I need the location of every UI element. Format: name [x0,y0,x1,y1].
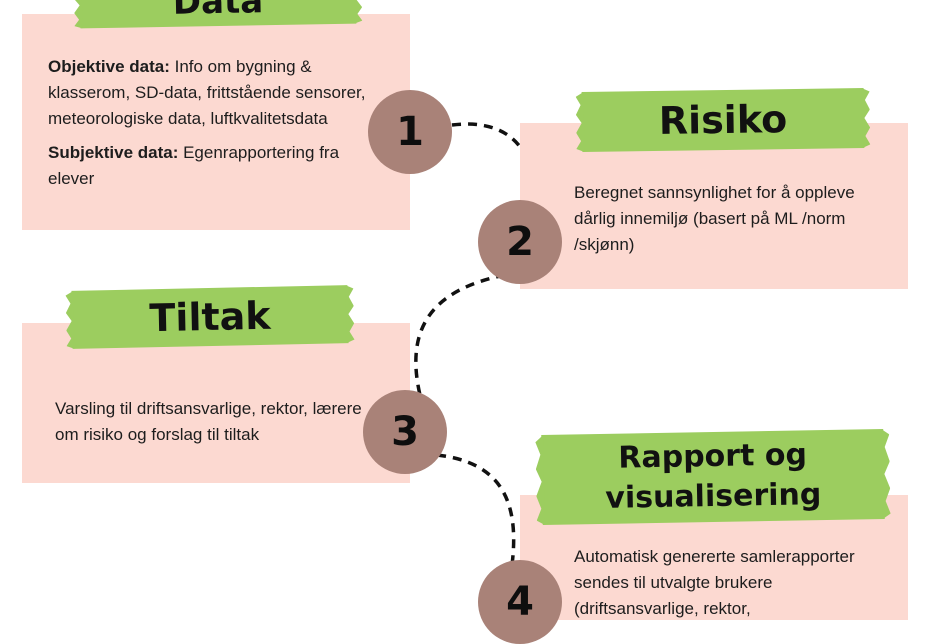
connector-path [414,122,536,566]
connector-3-4 [436,453,516,566]
card-text-tiltak: Varsling til driftsansvarlige, rektor, l… [55,396,375,448]
step-text: Automatisk genererte samlerapporter send… [574,547,855,618]
step-number-1: 1 [368,90,452,174]
step-number-4: 4 [478,560,562,644]
step-number-3: 3 [363,390,447,474]
objective-text: Info om bygning & klasserom, SD-data, fr… [48,57,366,128]
step-title: Risiko [658,97,788,143]
title-tape-tiltak: Tiltak [71,285,349,349]
step-number-text: 4 [506,579,534,625]
title-tape-data: Data [79,0,357,29]
step-number-2: 2 [478,200,562,284]
title-tape-rapport: Rapport og visualisering [541,429,885,525]
connector-1-2 [451,122,536,216]
subjective-label: Subjektive data: [48,143,179,162]
step-title: Tiltak [149,293,271,341]
card-tiltak [22,323,410,483]
connector-2-3 [414,273,506,396]
step-text: Beregnet sannsynlighet for å oppleve dår… [574,183,855,254]
title-tape-risiko: Risiko [581,88,865,152]
step-text: Varsling til driftsansvarlige, rektor, l… [55,399,362,444]
card-text-rapport: Automatisk genererte samlerapporter send… [574,544,894,622]
card-data [22,14,410,230]
objective-label: Objektive data: [48,57,170,76]
step-title: Data [172,0,264,23]
card-text-data: Objektive data: Info om bygning & klasse… [48,54,378,200]
card-text-risiko: Beregnet sannsynlighet for å oppleve dår… [574,180,894,258]
step-number-text: 3 [391,409,419,455]
step-number-text: 1 [396,109,424,155]
step-number-text: 2 [506,219,534,265]
subjective-text: Egenrapportering fra elever [48,143,340,188]
step-title-line2: visualisering [605,477,822,516]
step-title-line1: Rapport og [618,437,808,476]
